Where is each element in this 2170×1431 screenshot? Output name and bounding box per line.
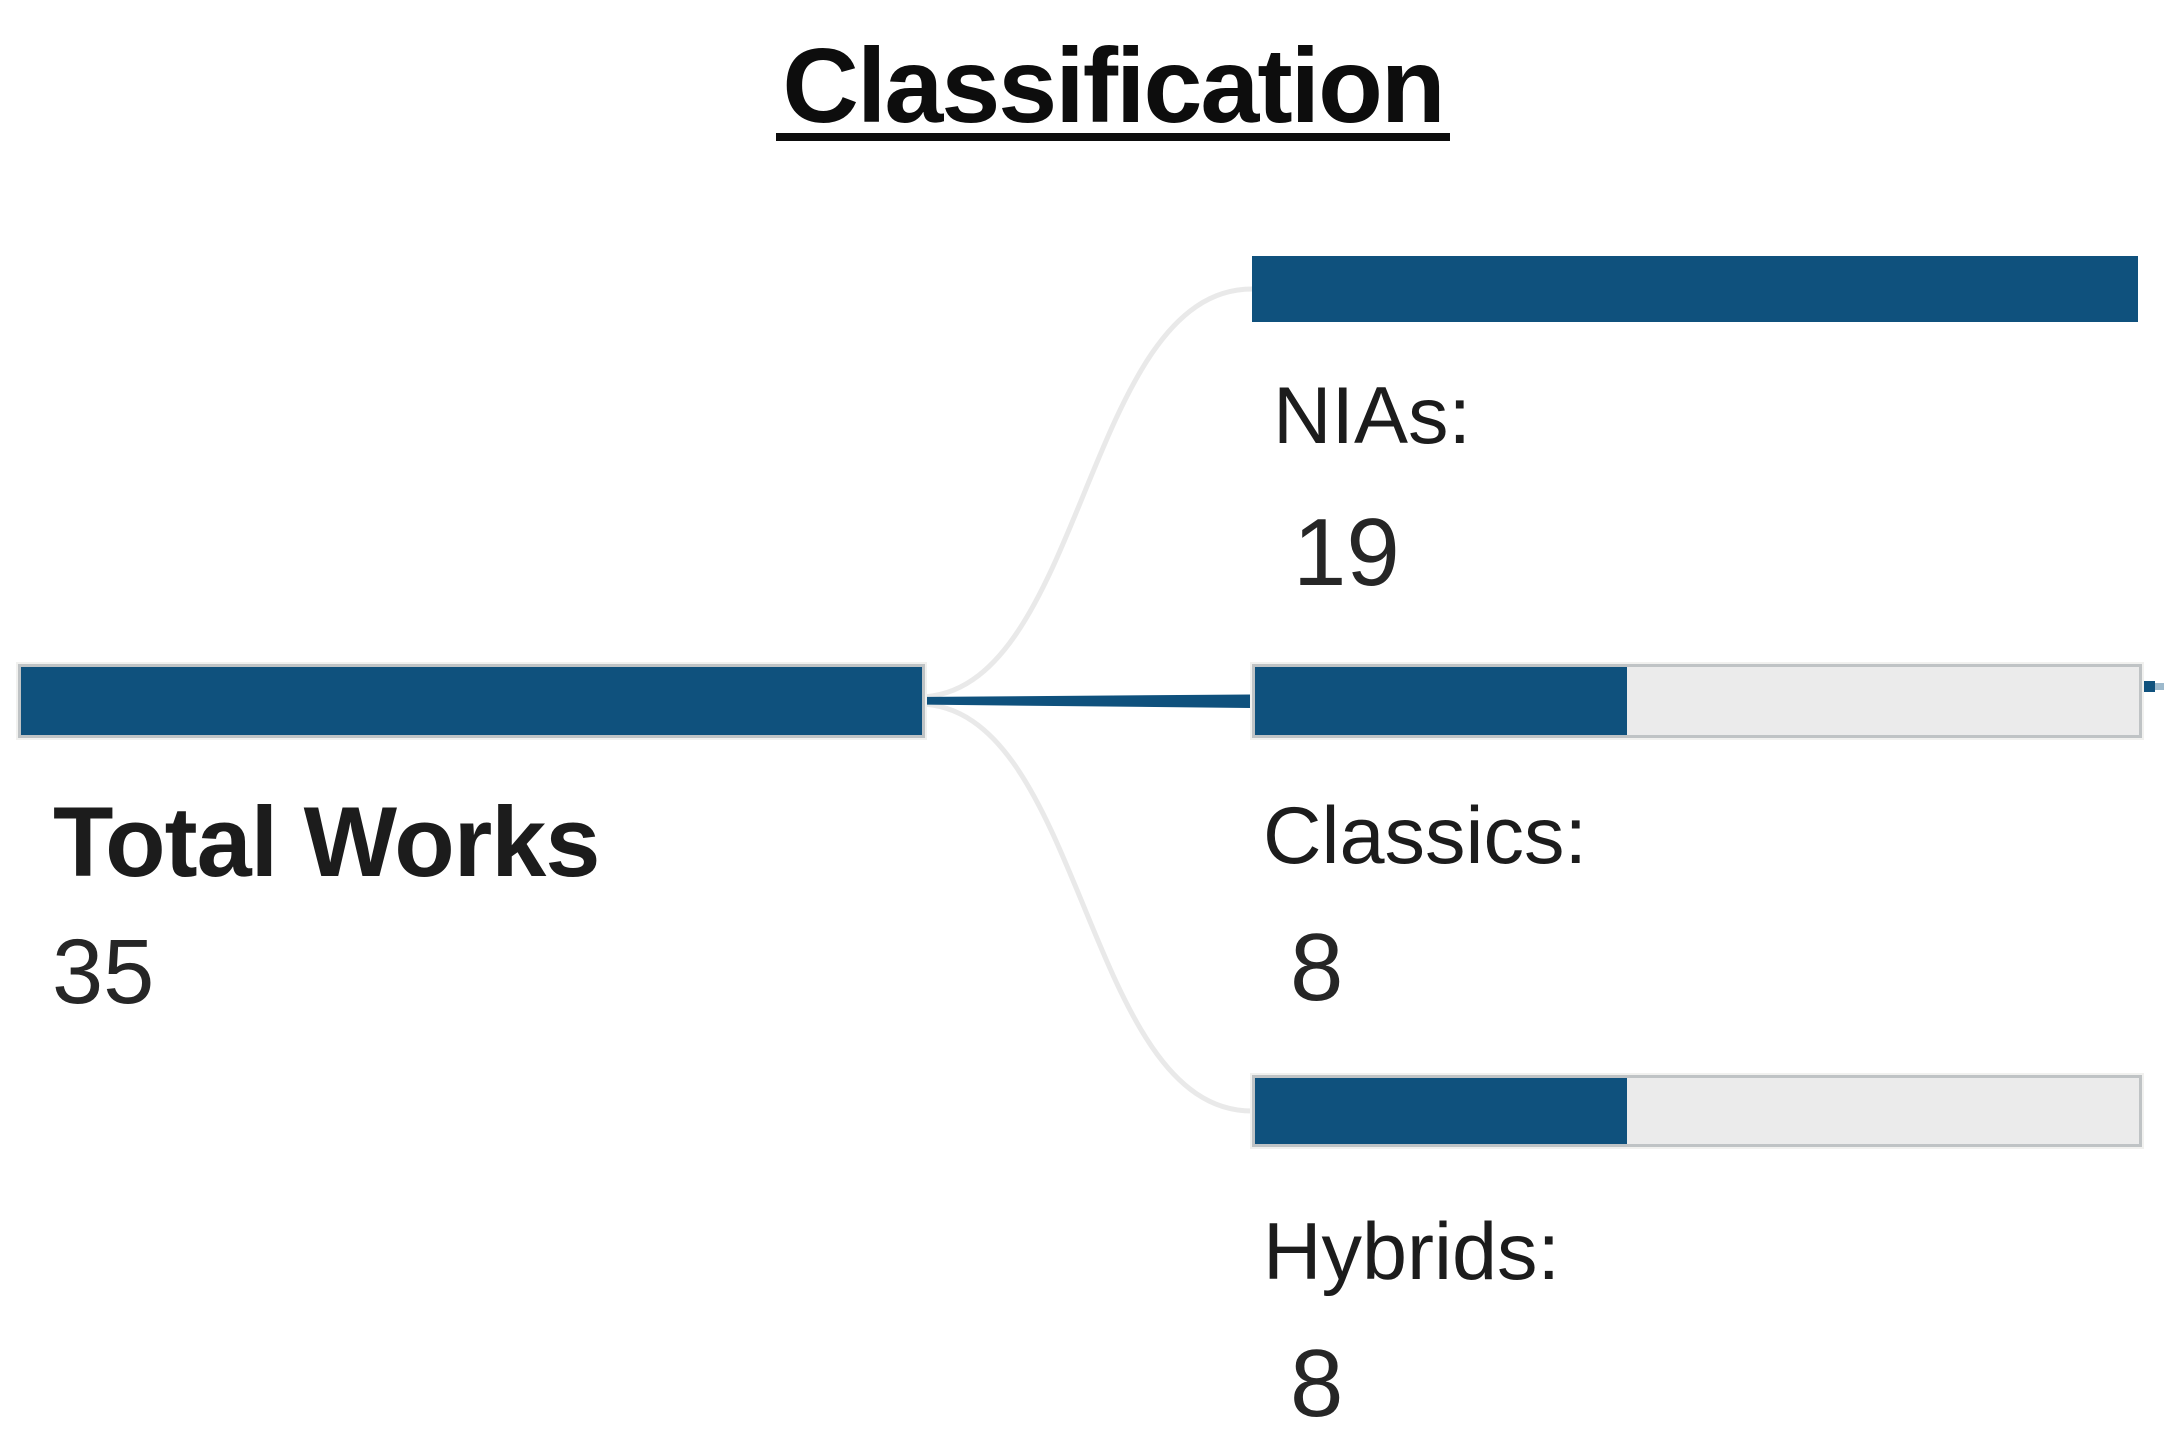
hybrids-value: 8 [1290, 1330, 1344, 1431]
classics-label: Classics: [1263, 791, 1588, 881]
total-works-bar-fill [21, 667, 922, 735]
connector-to-nias [917, 286, 1253, 700]
total-works-label: Total Works [53, 786, 600, 897]
classics-value: 8 [1290, 914, 1344, 1021]
total-works-bar[interactable] [18, 664, 925, 738]
chart-title: Classification [28, 33, 2170, 142]
nias-value: 19 [1293, 499, 1400, 606]
classics-child-connector-stub [2142, 681, 2155, 692]
classics-bar-fill [1255, 667, 1628, 735]
connector-to-classics-selected [914, 694, 1250, 708]
connector-to-hybrids [917, 701, 1253, 1114]
chart-title-text: Classification [776, 33, 1450, 142]
nias-label: NIAs: [1273, 371, 1472, 461]
nias-bar[interactable] [1252, 256, 2138, 322]
classics-child-connector-stub-tip [2155, 683, 2164, 690]
classics-bar[interactable] [1252, 664, 2142, 738]
nias-bar-fill [1252, 256, 2138, 322]
hybrids-label: Hybrids: [1263, 1207, 1561, 1297]
hybrids-bar[interactable] [1252, 1075, 2142, 1147]
hybrids-bar-fill [1255, 1078, 1628, 1144]
total-works-value: 35 [52, 921, 155, 1023]
